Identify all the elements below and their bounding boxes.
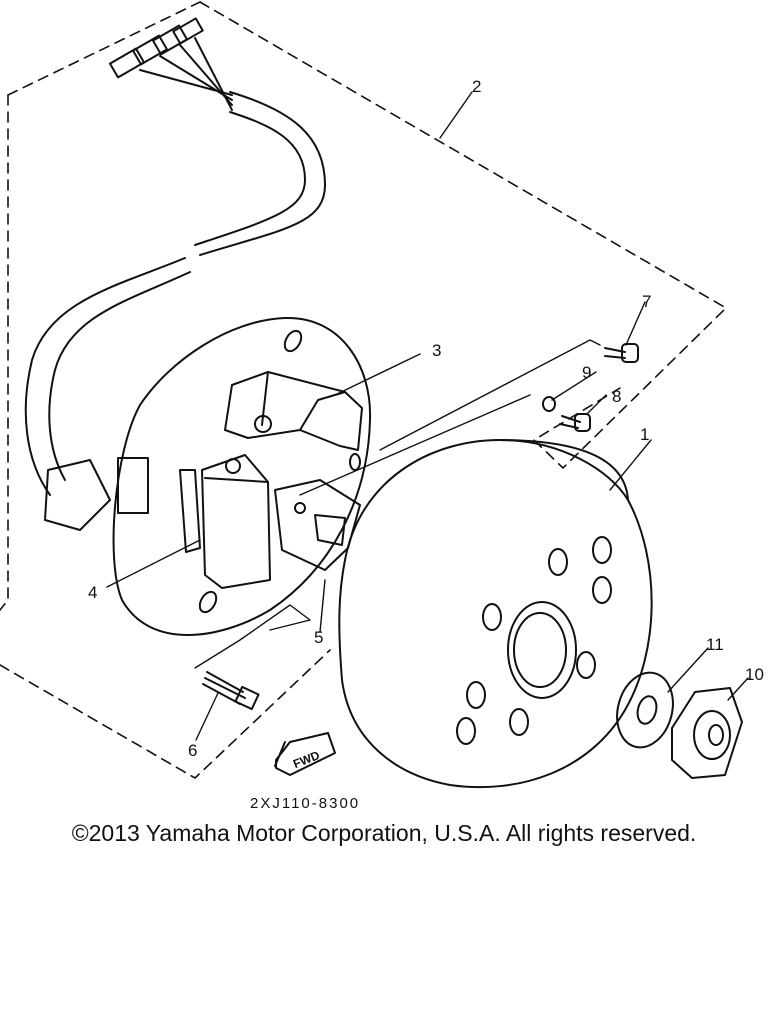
callout-1: 1	[640, 425, 649, 444]
stator-plate	[112, 316, 372, 636]
callout-8: 8	[612, 387, 621, 406]
callout-5: 5	[314, 628, 323, 647]
callout-11: 11	[706, 635, 724, 654]
flywheel-rotor	[338, 439, 653, 789]
copyright-notice: ©2013 Yamaha Motor Corporation, U.S.A. A…	[71, 820, 697, 846]
pickup-coil	[274, 479, 361, 571]
leader-lines	[106, 91, 749, 741]
callout-9: 9	[582, 363, 591, 382]
callout-3: 3	[432, 341, 441, 360]
charging-coil	[179, 454, 271, 589]
assembly-boundary	[0, 1, 727, 779]
fwd-arrow-icon	[274, 732, 336, 776]
washer	[616, 671, 674, 749]
screw-6	[202, 671, 260, 711]
wire-harness	[24, 17, 326, 531]
callout-6: 6	[188, 741, 197, 760]
screw-8	[559, 413, 591, 432]
screw-7	[604, 343, 639, 363]
nut	[671, 687, 743, 779]
source-coil	[224, 371, 363, 451]
callout-2: 2	[472, 77, 481, 96]
callout-4: 4	[88, 583, 97, 602]
callout-10: 10	[745, 665, 764, 684]
callout-7: 7	[642, 292, 651, 311]
lock-washer-9	[542, 396, 556, 412]
exploded-parts-diagram: 1 2 3 4 5 6 7 8 9 10 11 FWD	[0, 1, 764, 789]
diagram-code: 2XJ110-8300	[250, 795, 361, 812]
